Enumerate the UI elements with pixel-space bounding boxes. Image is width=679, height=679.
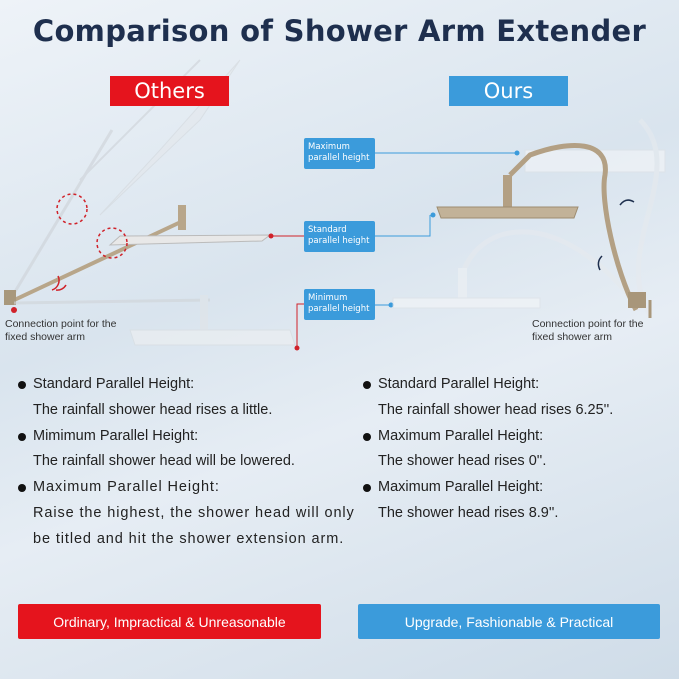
callout-standard-parallel-height: Standard parallel height <box>304 221 375 252</box>
callout-maximum-parallel-height: Maximum parallel height <box>304 138 375 169</box>
ours-summary-banner: Upgrade, Fashionable & Practical <box>358 604 660 639</box>
list-item-detail: Raise the highest, the shower head will … <box>33 504 355 547</box>
list-item-heading: Maximum Parallel Height: <box>18 475 363 501</box>
list-item-heading: Standard Parallel Height: <box>363 372 673 398</box>
others-lowered-head-ghost <box>13 295 296 346</box>
ours-min-head-ghost <box>392 229 643 312</box>
rotate-arrow-icon <box>597 255 603 271</box>
list-item-detail: The rainfall shower head will be lowered… <box>33 453 295 470</box>
others-feature-list: Standard Parallel Height: The rainfall s… <box>18 372 363 553</box>
ours-label: Ours <box>449 76 568 106</box>
others-standard-arm <box>4 205 272 305</box>
others-label: Others <box>110 76 229 106</box>
highlight-circle <box>56 193 88 225</box>
page-title: Comparison of Shower Arm Extender <box>32 14 647 48</box>
others-summary-banner: Ordinary, Impractical & Unreasonable <box>18 604 321 639</box>
highlight-circle <box>96 227 128 259</box>
ours-gooseneck-arm <box>436 143 652 318</box>
list-item-detail: The shower head rises 0''. <box>378 453 547 470</box>
connection-point-label-left: Connection point for the fixed shower ar… <box>5 318 117 343</box>
list-item-heading: Mimimum Parallel Height: <box>18 424 363 450</box>
list-item-heading: Maximum Parallel Height: <box>363 475 673 501</box>
list-item-heading: Standard Parallel Height: <box>18 372 363 398</box>
list-item-detail: The rainfall shower head rises 6.25''. <box>378 401 614 418</box>
list-item-detail: The rainfall shower head rises a little. <box>33 401 273 418</box>
ours-feature-list: Standard Parallel Height: The rainfall s… <box>363 372 673 527</box>
callout-minimum-parallel-height: Minimum parallel height <box>304 289 375 320</box>
rotate-arrow-icon <box>619 199 635 206</box>
list-item-heading: Maximum Parallel Height: <box>363 424 673 450</box>
list-item-detail: The shower head rises 8.9''. <box>378 504 559 521</box>
rotate-arrow-icon <box>51 275 60 291</box>
connection-point-label-right: Connection point for the fixed shower ar… <box>532 318 644 343</box>
ours-max-head-ghost <box>524 118 666 317</box>
